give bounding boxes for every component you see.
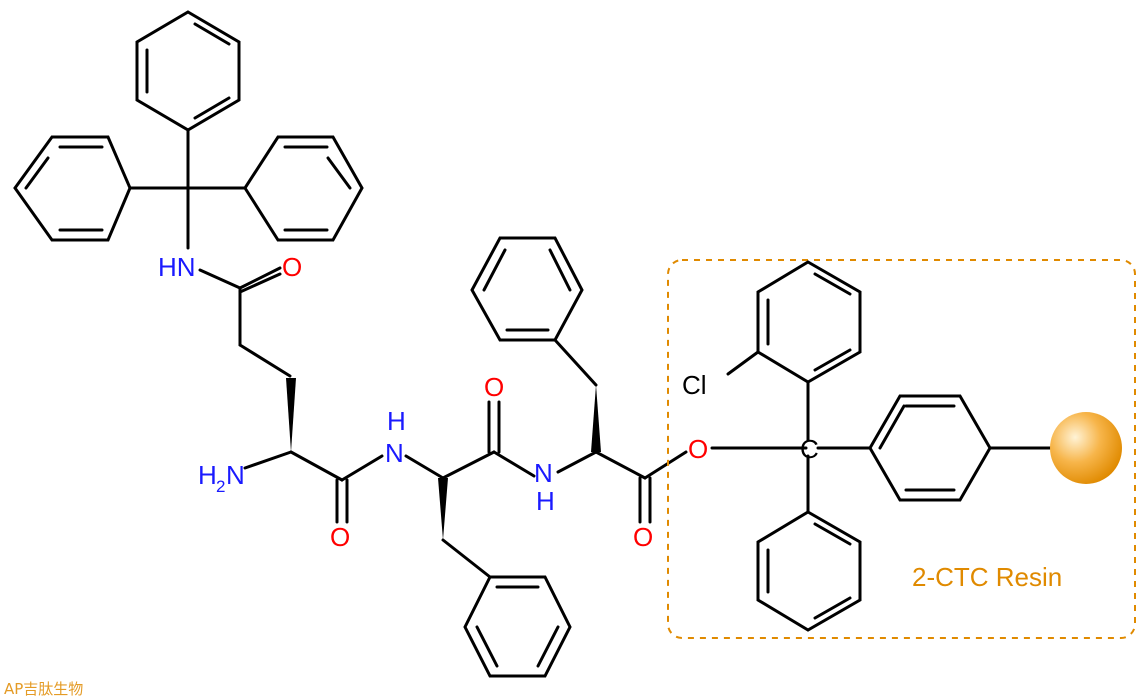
amide2-n: N: [534, 458, 553, 488]
resin-box: [667, 259, 1136, 639]
amide1-n: N: [385, 438, 404, 468]
amide2-oxygen: O: [484, 372, 504, 402]
amide1-h: H: [387, 406, 406, 436]
chlorine-label: Cl: [682, 370, 707, 400]
amide1-oxygen: O: [330, 522, 350, 552]
trityl-group: [13, 10, 364, 250]
gln-sidechain: [198, 266, 292, 378]
stereo-wedge: [286, 378, 296, 452]
n-terminal-h: H: [198, 460, 217, 490]
resin-bead: [1050, 412, 1122, 484]
resin-label: 2-CTC Resin: [912, 562, 1062, 592]
n-terminal-n: N: [226, 460, 245, 490]
n-terminal-sub: 2: [216, 477, 225, 496]
phe2-sidechain: [470, 236, 601, 452]
carbonyl-oxygen: O: [633, 522, 653, 552]
peptide-backbone: [243, 400, 808, 524]
nh-trityl-label: HN: [158, 252, 196, 282]
trityl-carbon-label: C: [800, 434, 819, 464]
phe1-sidechain: [438, 478, 572, 678]
watermark: AP吉肽生物: [4, 680, 83, 698]
ester-oxygen: O: [688, 434, 708, 464]
side-chain-oxygen: O: [282, 252, 302, 282]
amide2-h: H: [536, 486, 555, 516]
ctc-trityl: [726, 260, 1052, 632]
